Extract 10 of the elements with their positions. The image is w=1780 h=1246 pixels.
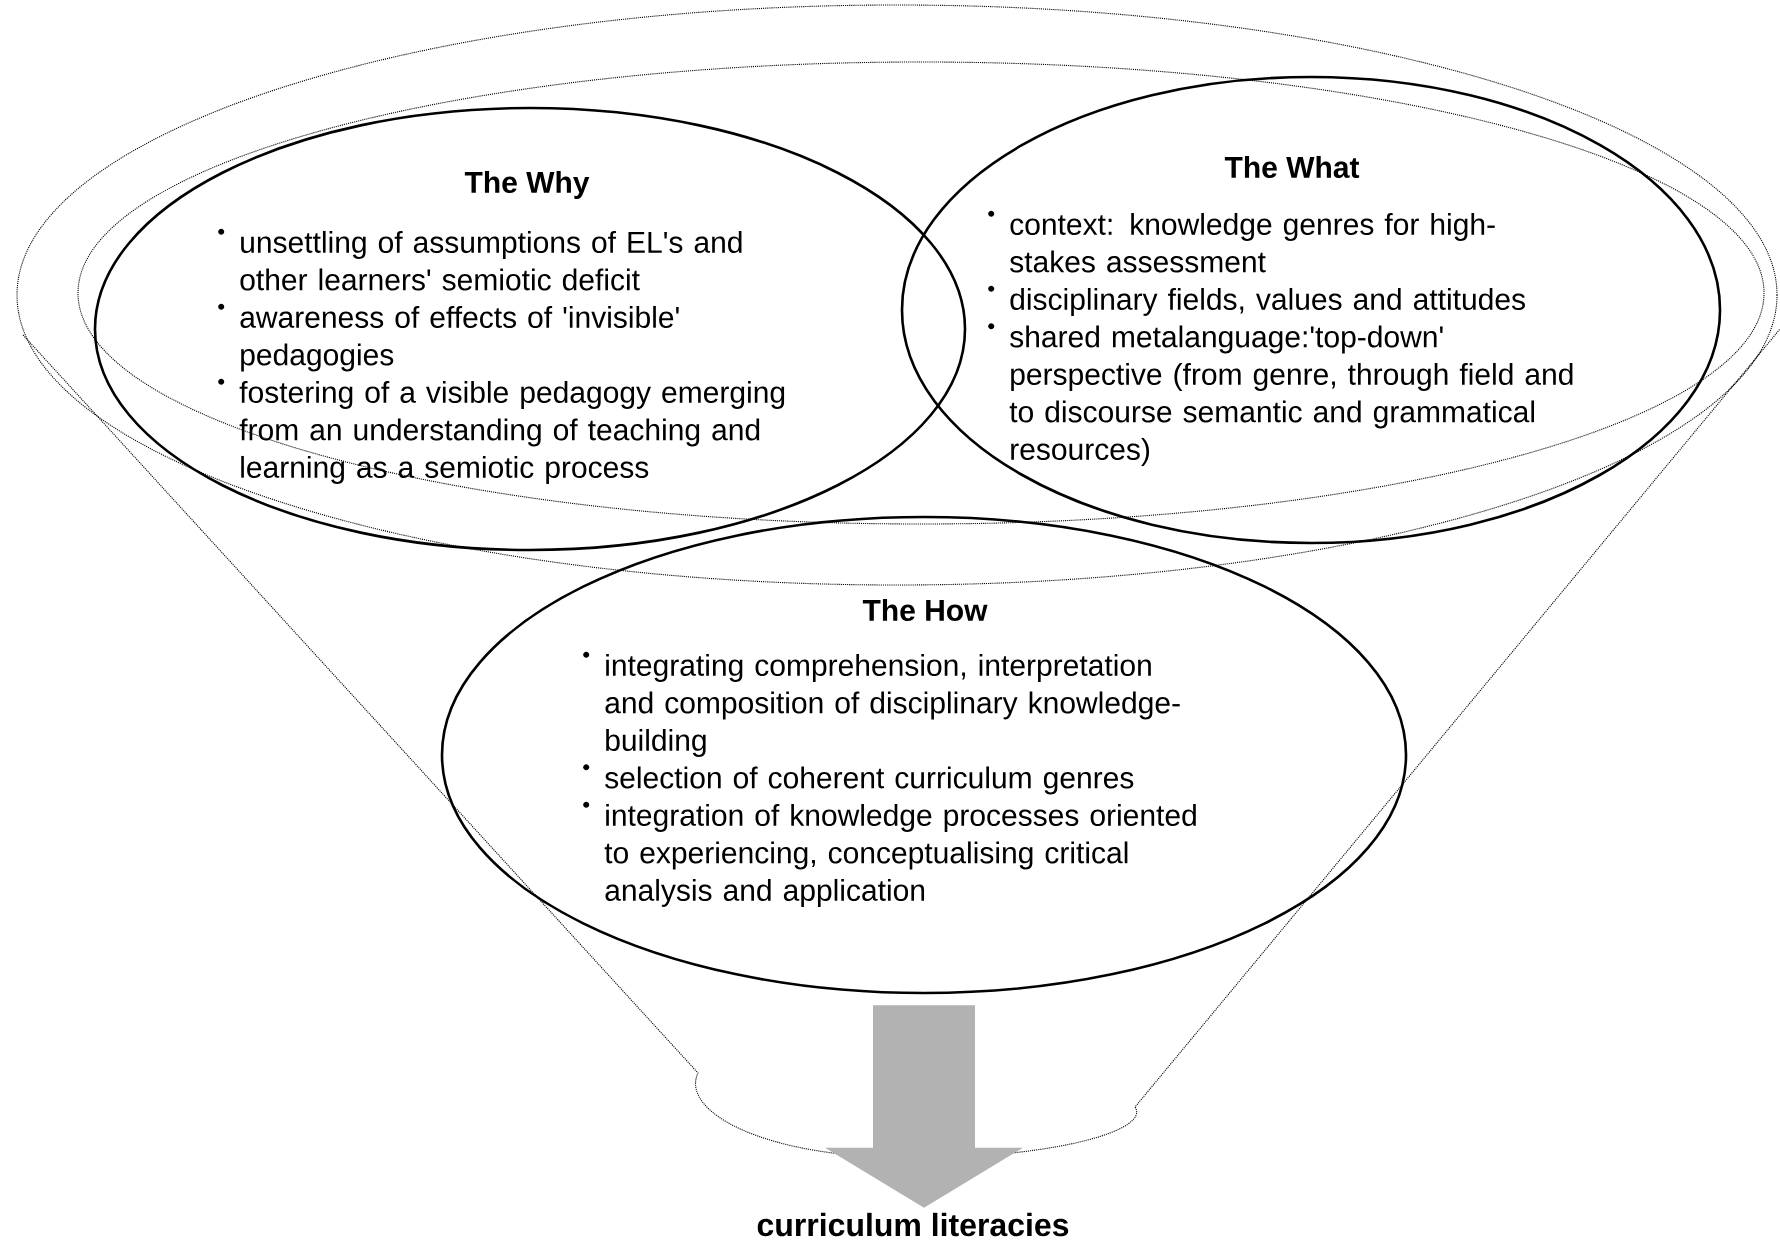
- bullet-item: shared metalanguage:'top-down' perspective (from genre, through field and to discourse semantic and grammatical resources): [1009, 325, 1573, 466]
- heading: The Why: [464, 171, 590, 199]
- block-arrow: [825, 1005, 1023, 1208]
- heading: The What: [1224, 156, 1360, 178]
- bullet-item: selection of coherent curriculum genres: [605, 766, 1134, 795]
- bullet-item: fostering of a visible pedagogy emerging from an understanding of teaching and learning as a semiotic process: [239, 380, 785, 484]
- result-label: curriculum literacies: [757, 1212, 1069, 1237]
- heading: The How: [862, 599, 988, 621]
- bullet-item: integration of knowledge processes oriented to experiencing, conceptualising critical analysis and application: [604, 803, 1196, 907]
- bullet-item: disciplinary fields, values and attitudes: [1010, 287, 1525, 316]
